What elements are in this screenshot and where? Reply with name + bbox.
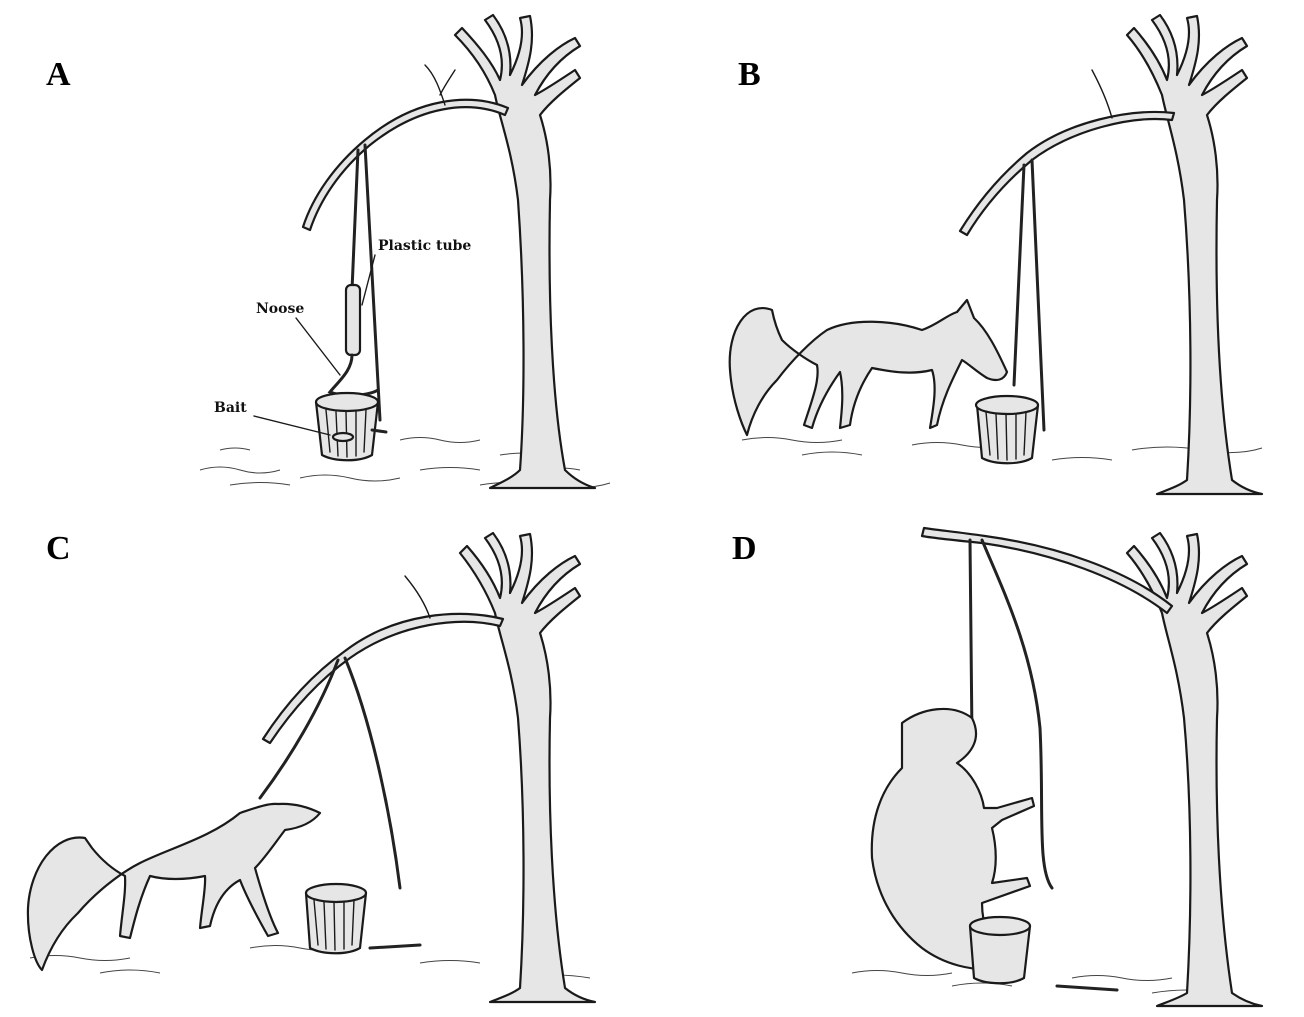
panel-c-illustration <box>0 508 652 1016</box>
tree-b <box>1127 15 1262 494</box>
plastic-tube-label: Plastic tube <box>378 238 471 254</box>
ground-d <box>852 971 1222 994</box>
bait-bucket-d <box>970 917 1030 983</box>
bait-label: Bait <box>214 400 247 416</box>
tree-a <box>455 15 595 488</box>
noose-a <box>330 355 378 395</box>
panel-d-illustration <box>652 508 1304 1016</box>
panel-b: B <box>652 0 1304 508</box>
tree-d <box>1127 533 1262 1006</box>
noose-label: Noose <box>256 301 304 317</box>
panel-c: C <box>0 508 652 1016</box>
ground-c <box>30 946 590 979</box>
branch-b <box>960 112 1174 235</box>
tree-c <box>460 533 595 1002</box>
rope-b <box>1032 160 1044 430</box>
panel-b-illustration <box>652 0 1304 508</box>
bait-bucket-c <box>306 884 366 953</box>
rope-c <box>345 658 400 888</box>
branch-c <box>263 614 503 743</box>
branch-a <box>303 100 508 230</box>
panel-d: D <box>652 508 1304 1016</box>
panel-a-illustration <box>0 0 652 508</box>
bait-bucket-a <box>316 393 386 460</box>
bait-bucket-b <box>976 396 1038 463</box>
branch-d <box>922 528 1172 613</box>
rope-d <box>970 540 972 738</box>
panel-a: A Plastic tube Noose Bait <box>0 0 652 508</box>
plastic-tube <box>346 285 360 355</box>
fox-b <box>730 300 1007 435</box>
